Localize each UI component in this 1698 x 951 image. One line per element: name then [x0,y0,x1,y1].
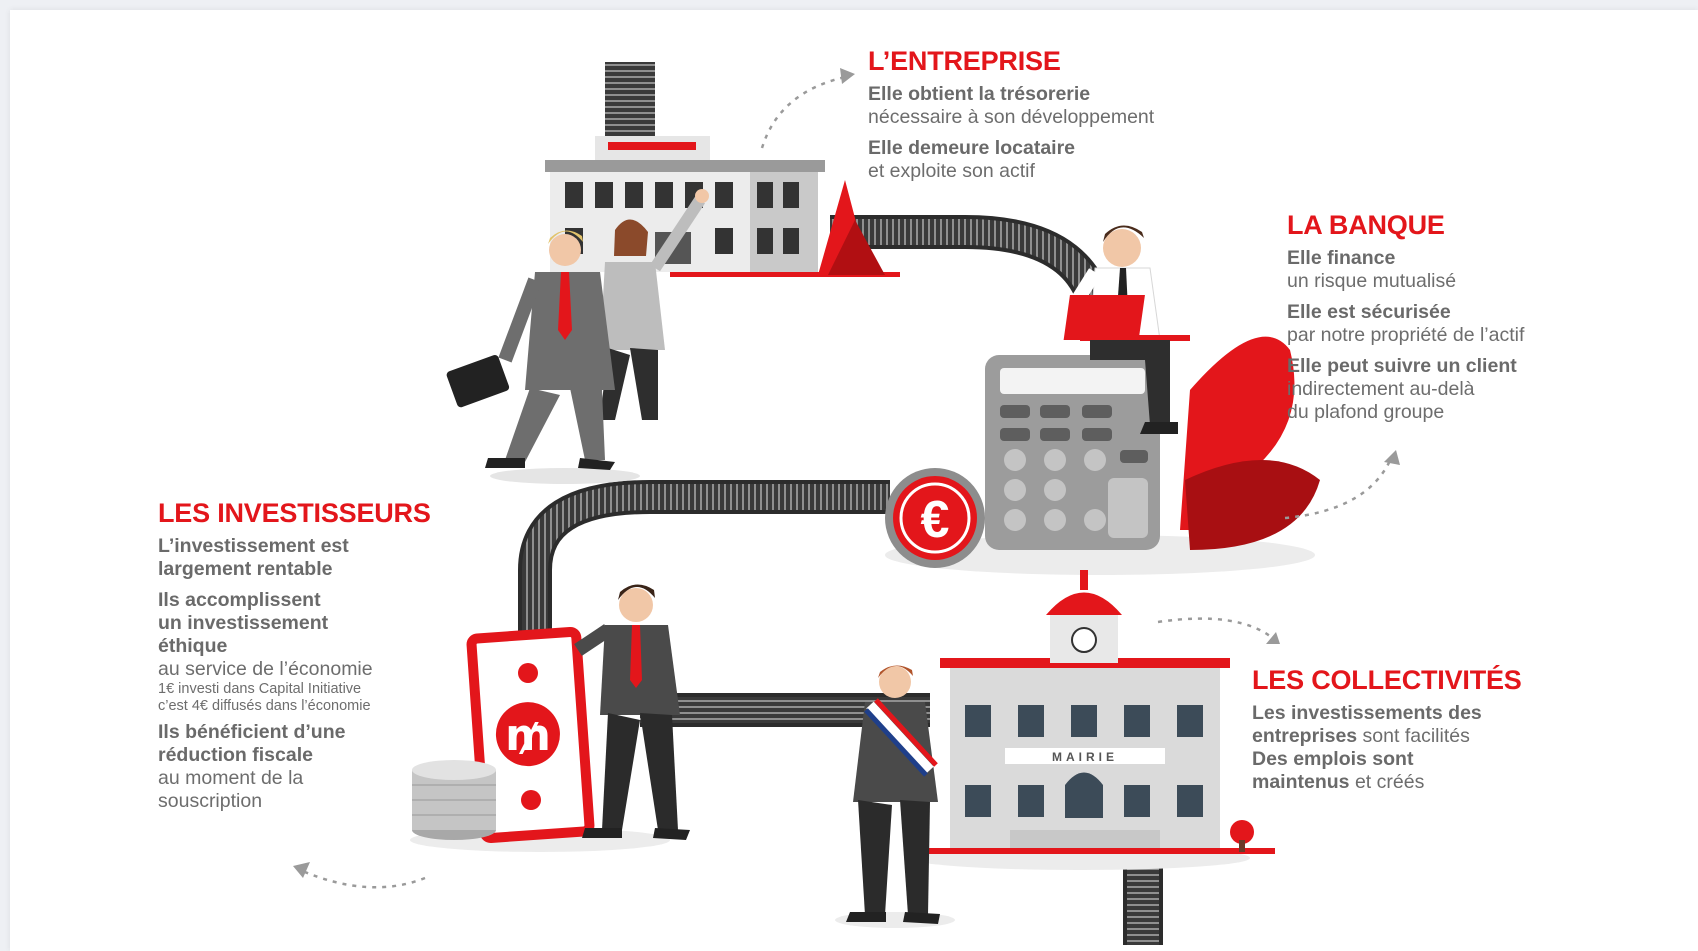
investisseurs-point-3-rest-b: souscription [158,790,263,812]
banque-point-3-rest-b: du plafond groupe [1287,401,1445,423]
banque-point-2-bold: Elle est sécurisée [1287,301,1451,323]
investisseurs-title: LES INVESTISSEURS [158,498,431,528]
investisseurs-point-1-bold-b: largement rentable [158,558,333,580]
collectivites-point-1-rest: sont facilités [1357,725,1470,747]
collectivites-title: LES COLLECTIVITÉS [1252,665,1522,695]
investisseurs-note-a: 1€ investi dans Capital Initiative [158,681,362,697]
collectivites-point-1-bold-a: Les investissements des [1252,702,1482,724]
collectivites-point-2-bold-a: Des emplois sont [1252,748,1414,770]
investisseurs-point-2-bold-a: Ils accomplissent [158,589,321,611]
entreprise-point-1-bold: Elle obtient la trésorerie [868,83,1091,105]
banque-title: LA BANQUE [1287,210,1445,240]
infographic-canvas: € ₥ [10,10,1698,951]
banque-point-3-bold: Elle peut suivre un client [1287,355,1517,377]
banknote-icon: ₥ [410,626,670,852]
euro-coin-icon: € [885,468,985,568]
arrow-heads [293,68,1400,878]
banque-point-2-rest: par notre propriété de l’actif [1287,324,1525,346]
illustration: € ₥ [293,62,1400,945]
investisseurs-note-b: c’est 4€ diffusés dans l’économie [158,698,371,714]
collectivites-point-2-rest: et créés [1349,771,1425,793]
flow-arrows [299,74,1394,889]
collectivites-point-2-bold-b: maintenus [1252,771,1350,793]
coin-stack [412,760,496,840]
svg-text:₥: ₥ [505,710,551,761]
banker [1054,225,1190,434]
calculator [885,336,1320,575]
mayor [835,665,955,928]
town-hall: MAIRIE [910,570,1275,870]
entreprise-title: L’ENTREPRISE [868,46,1061,76]
entreprise-point-1-rest: nécessaire à son développement [868,106,1155,128]
banque-point-1-bold: Elle finance [1287,247,1396,269]
investisseurs-point-3-rest-a: au moment de la [158,767,304,789]
svg-text:€: € [921,491,950,549]
collectivites-point-1-bold-b: entreprises [1252,725,1358,747]
investisseurs-point-2-bold-c: éthique [158,635,228,657]
investisseurs-point-2-bold-b: un investissement [158,612,329,634]
banque-point-1-rest: un risque mutualisé [1287,270,1457,292]
investisseurs-point-3-bold-b: réduction fiscale [158,744,313,766]
entreprise-point-2-bold: Elle demeure locataire [868,137,1076,159]
company-building [545,62,900,277]
investisseurs-point-1-bold-a: L’investissement est [158,535,349,557]
investisseurs-point-2-rest: au service de l’économie [158,658,373,680]
banque-point-3-rest-a: indirectement au-delà [1287,378,1475,400]
svg-text:MAIRIE: MAIRIE [1052,750,1118,764]
investisseurs-point-3-bold-a: Ils bénéficient d’une [158,721,346,743]
collectivites-block: LES COLLECTIVITÉS Les investissements de… [1252,665,1692,802]
investor [574,584,690,840]
business-people [446,189,709,484]
entreprise-point-2-rest: et exploite son actif [868,160,1035,182]
